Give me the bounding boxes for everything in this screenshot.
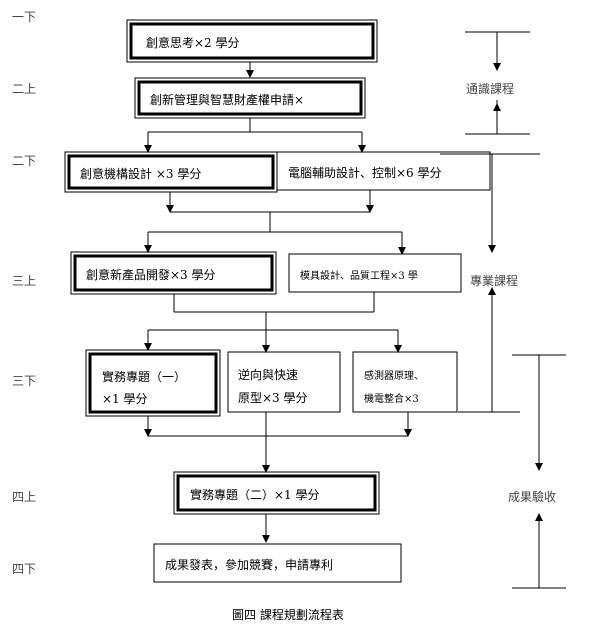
connector-split-3 — [144, 118, 366, 153]
course-product-dev: 創意新產品開發×3 學分 — [86, 268, 216, 282]
course-practice-1-line2: ×1 學分 — [102, 392, 148, 406]
box-cad-control — [276, 151, 491, 191]
connector-merge-5-arrows — [144, 424, 412, 437]
box-reverse — [227, 351, 341, 413]
box-creative-thinking — [126, 19, 378, 63]
side-label-acceptance: 成果驗收 — [508, 490, 557, 504]
figure-caption: 圖四 課程規劃流程表 — [232, 608, 344, 622]
semester-label: 二下 — [12, 154, 37, 168]
course-sensor-line2: 機電整合×3 — [364, 394, 419, 405]
semester-label: 四上 — [12, 490, 37, 504]
connector-merge-3 — [144, 190, 406, 255]
course-mold-quality: 模具設計、品質工程×3 學 — [300, 271, 418, 282]
course-innovation-ip: 創新管理與智慧財產權申請× — [150, 93, 305, 107]
course-creative-thinking: 創意思考×2 學分 — [146, 36, 240, 50]
box-results — [153, 543, 402, 583]
course-practice-2: 實務專題（二）×1 學分 — [190, 488, 320, 502]
course-results: 成果發表，參加競賽，申請專利 — [165, 558, 334, 572]
box-practice-1 — [85, 349, 221, 417]
connector-merge-4 — [144, 292, 402, 353]
course-mechanism-design: 創意機構設計 ×3 學分 — [80, 167, 202, 181]
bracket-general — [465, 31, 530, 135]
side-label-professional: 專業課程 — [470, 274, 519, 288]
semester-label: 一下 — [12, 10, 37, 24]
course-cad-control: 電腦輔助設計、控制×6 學分 — [288, 166, 442, 180]
course-practice-1-line1: 實務專題（一） — [102, 370, 187, 384]
semester-label: 三上 — [12, 274, 37, 288]
course-reverse-line1: 逆向與快速 — [238, 368, 299, 382]
bracket-professional — [440, 153, 540, 413]
semester-label: 四下 — [12, 562, 37, 576]
side-label-general: 通識課程 — [466, 82, 515, 96]
bracket-acceptance — [512, 354, 566, 589]
course-sensor-line1: 感測器原理、 — [364, 371, 424, 382]
box-sensor — [352, 351, 458, 413]
connector-merge-5 — [147, 412, 409, 473]
box-mold-quality — [288, 253, 462, 293]
semester-label: 三下 — [12, 374, 37, 388]
box-practice-2 — [173, 471, 380, 515]
semester-label: 二上 — [12, 82, 37, 96]
course-reverse-line2: 原型×3 學分 — [238, 391, 308, 405]
